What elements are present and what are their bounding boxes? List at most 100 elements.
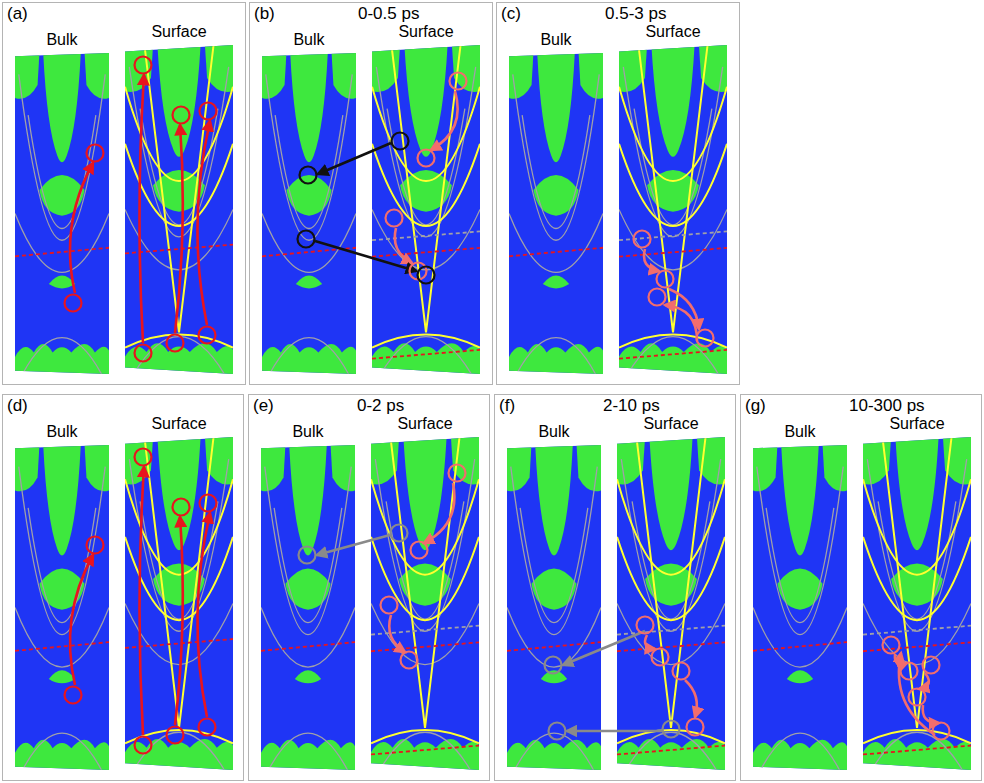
fermi-level (371, 746, 479, 755)
bulk-continuum (507, 740, 601, 770)
fermi-level (617, 746, 725, 755)
band-structure-map (372, 45, 480, 374)
band-line (125, 210, 233, 270)
fermi-level (619, 231, 727, 240)
fermi-level (507, 642, 601, 651)
bulk-continuum (863, 739, 971, 770)
band-line (619, 87, 727, 181)
band-line (125, 144, 233, 226)
band-line (638, 45, 707, 332)
bulk-sheet: Bulk (15, 421, 109, 770)
transition-arrow (395, 228, 412, 263)
band-structure-map (15, 53, 109, 374)
state-circle (652, 649, 669, 666)
band-line (23, 733, 102, 770)
fermi-level (863, 642, 971, 651)
band-line (372, 210, 480, 270)
sheet-heading: Surface (372, 21, 480, 43)
band-structure-map (125, 437, 233, 770)
panel-label: (b) (254, 4, 275, 24)
bulk-continuum (403, 437, 446, 550)
state-circle (199, 719, 216, 736)
band-line (144, 45, 213, 332)
bulk-continuum (286, 175, 331, 216)
state-circle (901, 663, 918, 680)
band-line (270, 338, 349, 374)
state-circle (299, 547, 316, 564)
band-structure-map (863, 437, 971, 770)
fermi-level (371, 626, 479, 635)
band-line (882, 437, 951, 728)
bulk-continuum (543, 276, 569, 289)
band-line (129, 67, 228, 237)
sheet-heading: Surface (125, 21, 233, 43)
panel-label: (a) (7, 4, 28, 24)
state-circle (673, 663, 690, 680)
transition-arrow (175, 517, 183, 725)
bulk-continuum (15, 344, 109, 374)
band-line (381, 337, 472, 374)
sheet-heading: Bulk (509, 29, 603, 51)
gap-background (125, 437, 233, 770)
state-circle (450, 73, 467, 90)
band-line (863, 604, 971, 665)
band-line (517, 338, 596, 374)
band-line (125, 537, 233, 620)
band-line (867, 459, 966, 631)
band-line (19, 74, 105, 240)
band-line (125, 87, 233, 181)
transition-arrow (139, 75, 144, 343)
surface-sheet: Surface (371, 413, 479, 770)
bulk-continuum (262, 344, 356, 374)
bulk-continuum (125, 343, 233, 374)
fermi-level (372, 231, 480, 240)
state-circle (391, 525, 408, 542)
figure-panel: BulkSurface(e)0-2 ps (248, 394, 490, 781)
band-line (265, 467, 351, 635)
band-line (19, 467, 105, 635)
state-circle (637, 617, 654, 634)
band-structure-map (619, 45, 727, 374)
transition-arrows (3, 395, 245, 782)
transition-arrow (899, 653, 935, 735)
sheet-heading: Bulk (15, 29, 109, 51)
band-line (619, 210, 727, 270)
transition-arrow (317, 535, 390, 555)
band-line (23, 338, 102, 374)
bulk-continuum (49, 670, 75, 683)
sheet-heading: Bulk (262, 29, 356, 51)
sheet-heading: Surface (371, 413, 479, 435)
sheet-heading: Bulk (753, 421, 847, 443)
transition-arrow (197, 121, 210, 325)
band-line (619, 335, 727, 348)
band-line (872, 732, 963, 770)
state-circle (135, 57, 152, 74)
bulk-continuum (537, 53, 575, 162)
transition-arrows (249, 395, 491, 782)
gap-background (509, 53, 603, 374)
band-line (15, 608, 109, 668)
band-line (144, 437, 213, 728)
gap-background (372, 45, 480, 374)
transition-arrows (497, 3, 741, 386)
transition-arrow (318, 143, 391, 174)
transition-arrow (919, 673, 929, 689)
surface-sheet: Surface (863, 413, 971, 770)
bulk-continuum (285, 569, 330, 610)
transition-arrow (923, 705, 939, 723)
transition-arrow (895, 654, 907, 664)
bulk-sheet: Bulk (507, 421, 601, 770)
figure-panel: BulkSurface(f)2-10 ps (494, 394, 736, 781)
transition-arrows (741, 395, 983, 782)
state-circle (135, 737, 152, 754)
band-line (371, 479, 479, 574)
band-line (636, 437, 705, 728)
band-line (371, 604, 479, 665)
state-circle (663, 721, 680, 738)
sheet-heading: Surface (617, 413, 725, 435)
bulk-sheet: Bulk (753, 421, 847, 770)
figure-panel: BulkSurface(g)10-300 ps (740, 394, 982, 781)
band-line (621, 459, 720, 631)
state-circle (545, 657, 562, 674)
